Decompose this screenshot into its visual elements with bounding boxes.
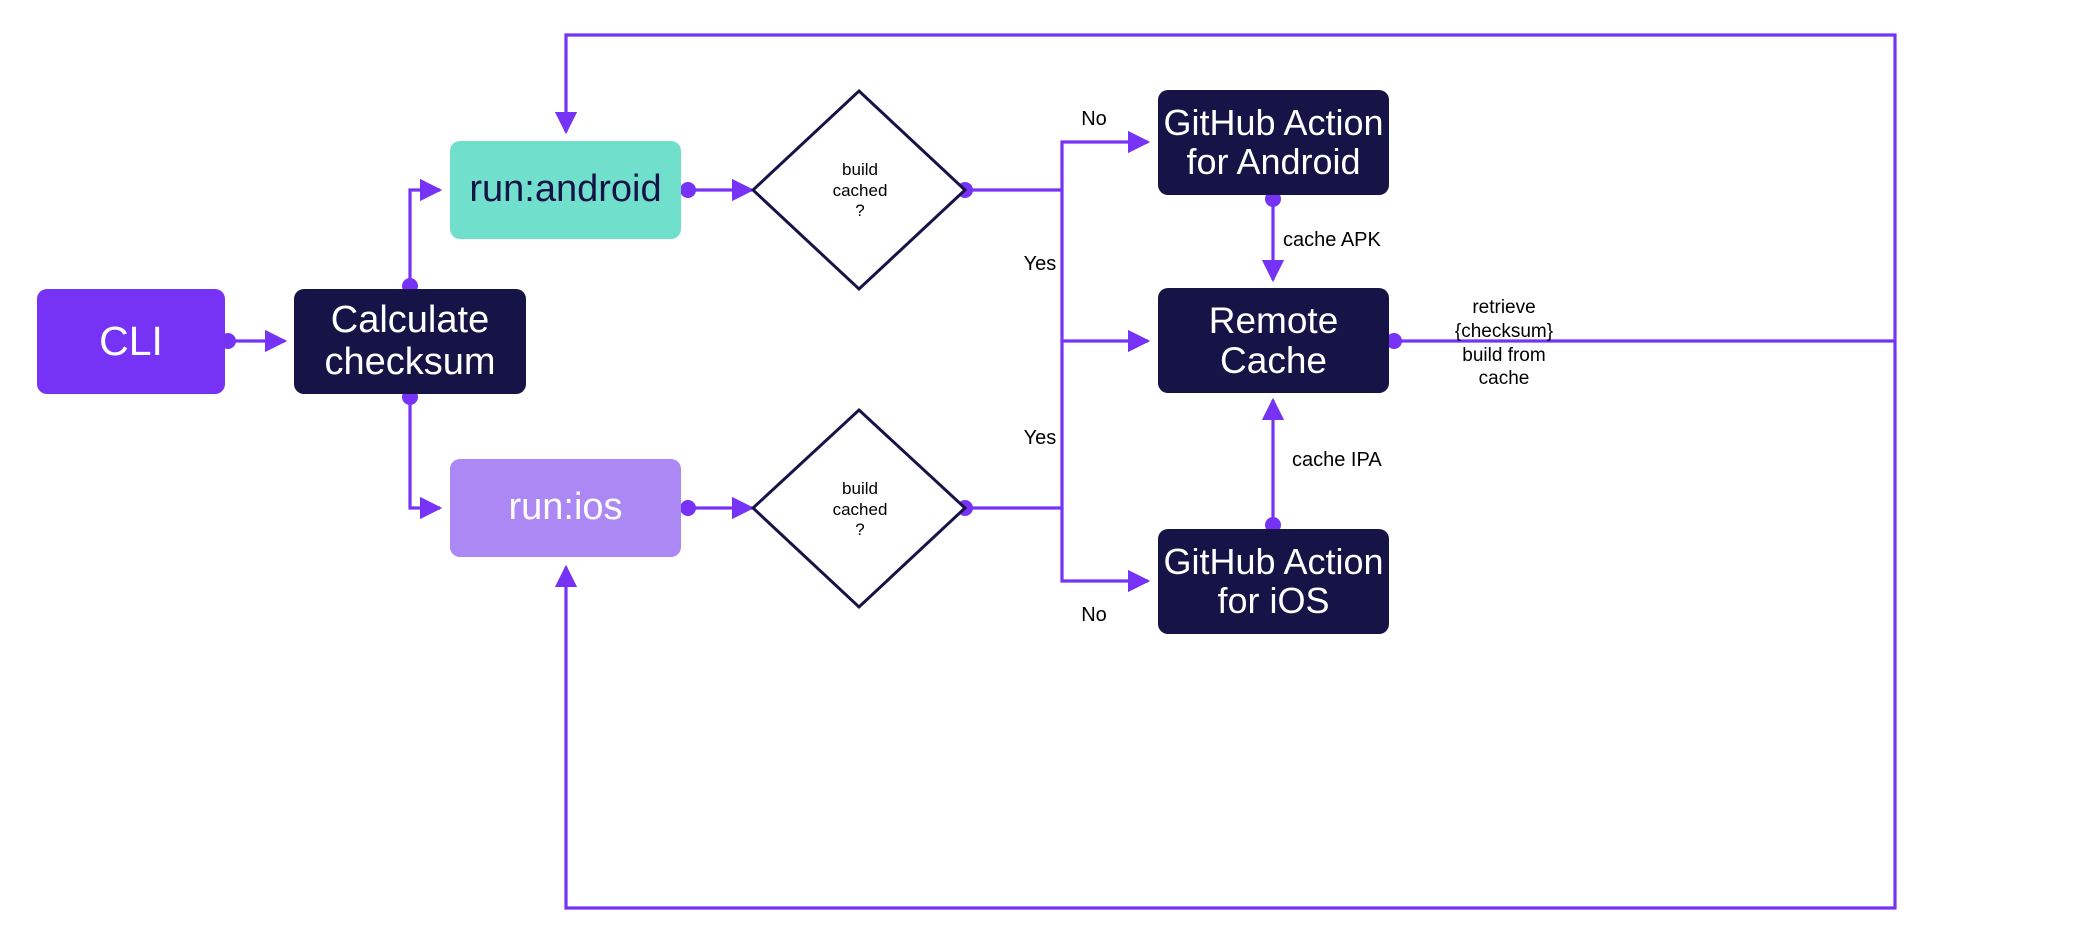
- node-run-ios[interactable]: run:ios: [450, 459, 681, 557]
- decision-label-ios: build cached ?: [832, 479, 888, 540]
- edge-label-no-android: No: [1081, 108, 1107, 130]
- edge-decision-android-no: [967, 130, 1151, 192]
- node-cli[interactable]: CLI: [37, 289, 225, 394]
- dot-run-ios-out: [680, 500, 696, 516]
- dot-run-android-out: [680, 182, 696, 198]
- edge-label-cache-ipa: cache IPA: [1292, 449, 1382, 471]
- decision-diamond-ios: [750, 407, 968, 610]
- node-remote-cache[interactable]: Remote Cache: [1158, 288, 1389, 393]
- edge-decision-ios-yes: [967, 341, 1064, 510]
- edge-label-yes-ios: Yes: [1023, 427, 1057, 449]
- edge-checksum-to-run-android: [408, 178, 443, 285]
- decision-diamond-android: [750, 88, 968, 292]
- node-run-android[interactable]: run:android: [450, 141, 681, 239]
- edge-decision-ios-no: [1060, 508, 1151, 593]
- edge-checksum-to-run-ios: [408, 398, 443, 520]
- edge-decision-android-yes: [1060, 190, 1151, 353]
- edge-label-retrieve-from-cache: retrieve {checksum} build from cache: [1454, 297, 1554, 390]
- edge-label-no-ios: No: [1081, 604, 1107, 626]
- edge-label-yes-android: Yes: [1023, 253, 1057, 275]
- dot-decision-ios-out: [957, 500, 973, 516]
- node-github-action-android[interactable]: GitHub Action for Android: [1158, 90, 1389, 195]
- dot-decision-android-out: [957, 182, 973, 198]
- decision-label-android: build cached ?: [832, 160, 888, 221]
- node-github-action-ios[interactable]: GitHub Action for iOS: [1158, 529, 1389, 634]
- edge-label-cache-apk: cache APK: [1283, 229, 1381, 251]
- node-calculate-checksum[interactable]: Calculate checksum: [294, 289, 526, 394]
